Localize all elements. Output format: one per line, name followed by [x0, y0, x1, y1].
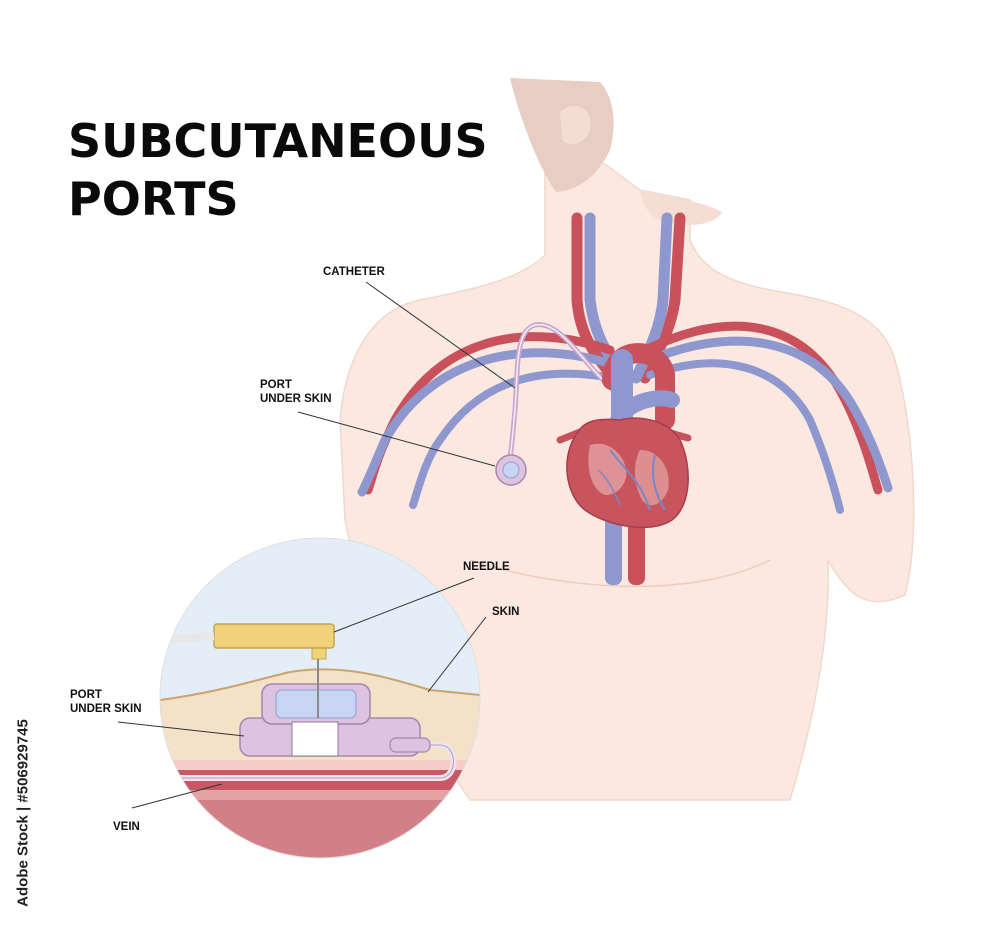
label-catheter: CATHETER: [323, 265, 385, 279]
label-needle: NEEDLE: [463, 560, 510, 574]
inset-reservoir: [292, 722, 338, 756]
label-skin: SKIN: [492, 605, 519, 619]
label-under-skin-line-inset: UNDER SKIN: [70, 702, 142, 716]
port-septum: [503, 462, 519, 478]
label-vein: VEIN: [113, 820, 140, 834]
label-port-line-inset: PORT: [70, 688, 142, 702]
inset-septum: [276, 690, 356, 718]
stock-id-text: Adobe Stock | #506929745: [15, 719, 32, 907]
stock-id-watermark: Adobe Stock | #506929745: [14, 700, 32, 925]
page-title: SUBCUTANEOUS PORTS: [68, 112, 488, 228]
title-line-2: PORTS: [68, 170, 488, 228]
vein-inner: [160, 790, 480, 800]
zoom-inset: [160, 538, 480, 860]
label-port-under-skin-inset: PORT UNDER SKIN: [70, 688, 142, 716]
label-port-line: PORT: [260, 378, 332, 392]
needle-body: [214, 624, 334, 648]
label-under-skin-line: UNDER SKIN: [260, 392, 332, 406]
inset-port-outlet: [390, 738, 430, 752]
needle-tubing: [160, 636, 214, 640]
title-line-1: SUBCUTANEOUS: [68, 112, 488, 170]
muscle-layer: [160, 800, 480, 860]
label-port-under-skin-chest: PORT UNDER SKIN: [260, 378, 332, 406]
